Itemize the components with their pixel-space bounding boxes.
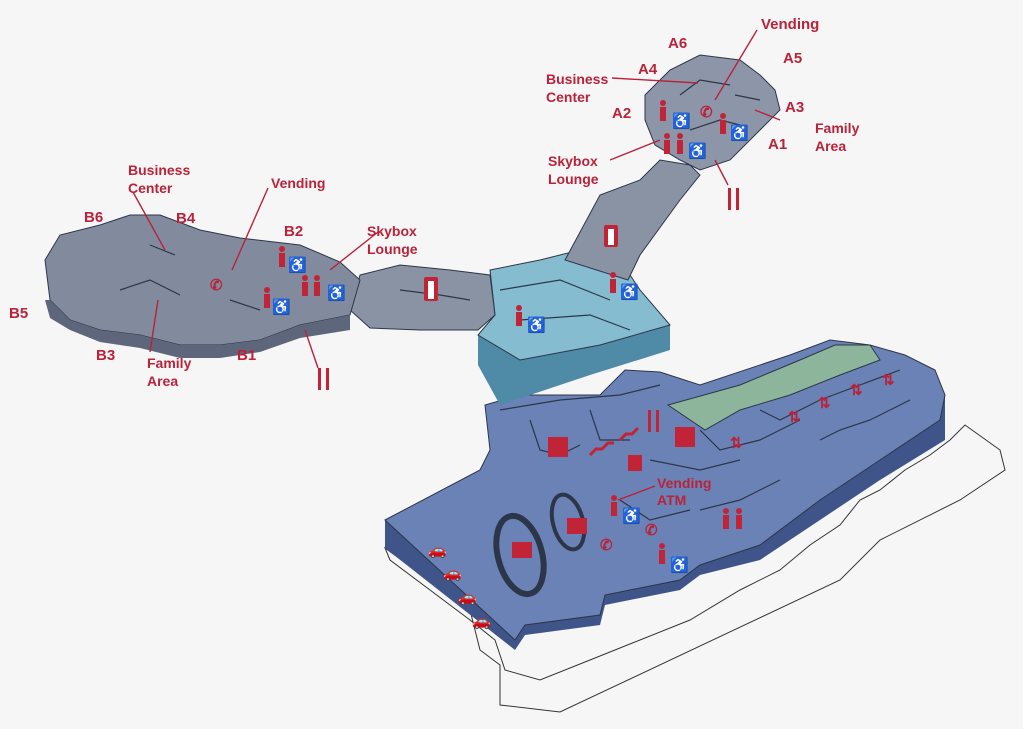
label-family-area-b-line2: Area bbox=[147, 373, 178, 389]
svg-text:♿: ♿ bbox=[730, 124, 749, 142]
phone-icon: ✆ bbox=[700, 104, 713, 121]
label-b2: B2 bbox=[284, 223, 303, 240]
escalator-icon: ⇅ ⇅ ⇅ ⇅ ⇅ bbox=[730, 372, 895, 452]
svg-text:✆: ✆ bbox=[700, 104, 713, 121]
map-labels: Vending A6 A5 A4 A3 A2 A1 Business Cente… bbox=[9, 16, 860, 508]
ground-outline bbox=[383, 424, 1006, 713]
svg-text:✆: ✆ bbox=[210, 277, 223, 294]
svg-text:🚗: 🚗 bbox=[443, 565, 462, 582]
svg-text:♿: ♿ bbox=[288, 256, 307, 274]
label-a1: A1 bbox=[768, 136, 787, 153]
label-business-center-a-line1: Business bbox=[546, 71, 608, 87]
wing-a-connector bbox=[564, 159, 701, 281]
label-business-center-b-line1: Business bbox=[128, 162, 190, 178]
parking-icon: 🚗 🚗 🚗 🚗 bbox=[428, 542, 491, 630]
map-icons: ✆ ✆ ✆ ✆ ♿ ♿ ♿ ♿ ♿ ♿ ♿ bbox=[210, 100, 895, 630]
label-atm-main: ATM bbox=[657, 492, 686, 508]
label-b1: B1 bbox=[237, 347, 256, 364]
label-business-center-b-line2: Center bbox=[128, 180, 173, 196]
svg-text:🚗: 🚗 bbox=[428, 542, 447, 559]
svg-text:♿: ♿ bbox=[327, 284, 346, 302]
label-a6: A6 bbox=[668, 35, 687, 52]
label-a4: A4 bbox=[638, 61, 658, 78]
label-skybox-lounge-b-line1: Skybox bbox=[367, 223, 417, 239]
accessible-icon: ♿ ♿ ♿ ♿ ♿ ♿ ♿ ♿ ♿ ♿ bbox=[272, 112, 749, 574]
label-skybox-lounge-a-line1: Skybox bbox=[548, 153, 598, 169]
label-family-area-a-line1: Family bbox=[815, 120, 860, 136]
main-concourse bbox=[384, 339, 946, 650]
label-family-area-b-line1: Family bbox=[147, 355, 192, 371]
svg-text:⇅: ⇅ bbox=[788, 409, 801, 426]
label-a5: A5 bbox=[783, 50, 802, 67]
svg-text:⇅: ⇅ bbox=[882, 372, 895, 389]
label-skybox-lounge-b-line2: Lounge bbox=[367, 241, 418, 257]
elevator-icon bbox=[424, 225, 618, 301]
label-vending-b: Vending bbox=[271, 175, 325, 191]
label-vending-a: Vending bbox=[761, 16, 819, 33]
label-b4: B4 bbox=[176, 210, 196, 227]
svg-text:⇅: ⇅ bbox=[818, 395, 831, 412]
ramp-left bbox=[493, 512, 547, 598]
svg-text:♿: ♿ bbox=[272, 298, 291, 316]
label-vending-main: Vending bbox=[657, 475, 711, 491]
label-b6: B6 bbox=[84, 209, 103, 226]
label-skybox-lounge-a-line2: Lounge bbox=[548, 171, 599, 187]
svg-text:♿: ♿ bbox=[688, 142, 707, 160]
svg-text:♿: ♿ bbox=[670, 556, 689, 574]
wing-b bbox=[44, 214, 361, 358]
svg-text:⇅: ⇅ bbox=[850, 382, 863, 399]
label-family-area-a-line2: Area bbox=[815, 138, 846, 154]
phone-icon: ✆ bbox=[645, 522, 658, 539]
phone-icon: ✆ bbox=[600, 537, 613, 554]
ticket-icon bbox=[512, 427, 695, 558]
svg-text:🚗: 🚗 bbox=[472, 613, 491, 630]
label-b3: B3 bbox=[96, 347, 115, 364]
restroom-icon bbox=[264, 100, 742, 564]
wing-b-connector bbox=[349, 264, 496, 331]
svg-text:♿: ♿ bbox=[527, 316, 546, 334]
stairs-icon bbox=[588, 426, 640, 457]
dining-icon bbox=[318, 188, 739, 432]
svg-text:♿: ♿ bbox=[620, 283, 639, 301]
svg-text:♿: ♿ bbox=[672, 112, 691, 130]
label-a2: A2 bbox=[612, 105, 631, 122]
leader-lines bbox=[132, 29, 781, 501]
svg-text:♿: ♿ bbox=[622, 507, 641, 525]
svg-text:🚗: 🚗 bbox=[458, 589, 477, 606]
svg-text:⇅: ⇅ bbox=[730, 435, 743, 452]
phone-icon: ✆ bbox=[210, 277, 223, 294]
label-business-center-a-line2: Center bbox=[546, 89, 591, 105]
label-b5: B5 bbox=[9, 305, 28, 322]
svg-text:✆: ✆ bbox=[645, 522, 658, 539]
svg-text:✆: ✆ bbox=[600, 537, 613, 554]
label-a3: A3 bbox=[785, 99, 804, 116]
